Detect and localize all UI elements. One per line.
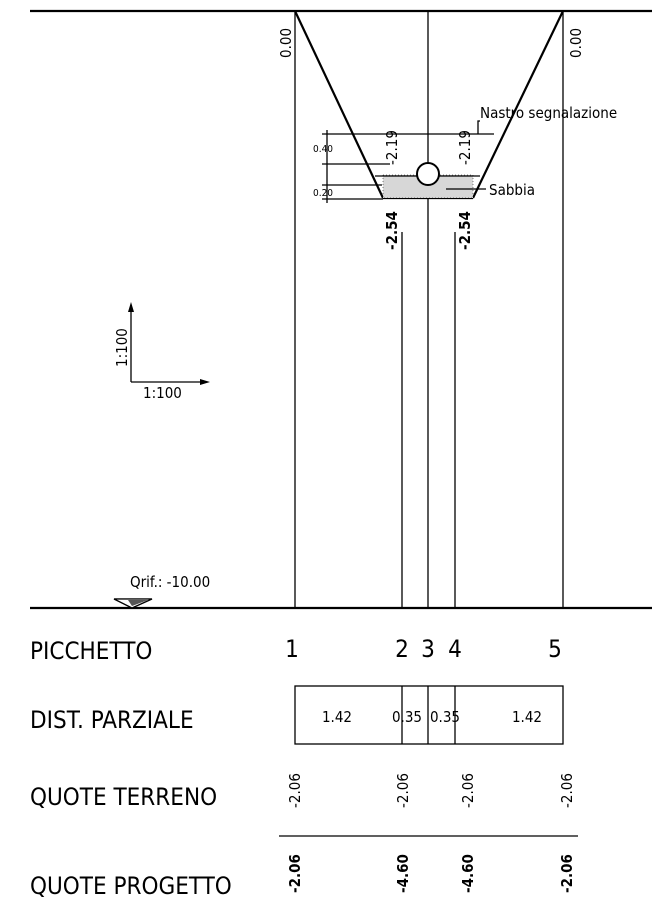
- picchetto-2: 2: [395, 635, 409, 663]
- dim-lower-text: 0.20: [313, 188, 333, 199]
- quota-progetto-1: -2.06: [286, 854, 304, 893]
- scale-vertical-label: 1:100: [113, 328, 131, 367]
- quota-terreno-2: -2.06: [394, 773, 412, 808]
- scale-horizontal-label: 1:100: [143, 384, 182, 402]
- picchetto-1: 1: [285, 635, 299, 663]
- trench-bottom-level-left: -2.54: [383, 211, 401, 250]
- scale-vertical-arrow: [128, 302, 134, 312]
- dist-3: 0.35: [430, 708, 460, 726]
- dist-box: [294, 685, 564, 745]
- dim-upper-text: 0.40: [313, 144, 333, 155]
- ground-level-left: 0.00: [277, 28, 295, 58]
- ground-level-right: 0.00: [567, 28, 585, 58]
- reference-level-hatch: [128, 600, 148, 606]
- picchetto-5: 5: [548, 635, 562, 663]
- quota-terreno-5: -2.06: [558, 773, 576, 808]
- row-label-picchetto: PICCHETTO: [30, 637, 152, 665]
- dist-1: 1.42: [322, 708, 352, 726]
- trench-bottom-level-right: -2.54: [456, 211, 474, 250]
- trench-wall-left: [294, 10, 384, 199]
- scale-horizontal-arrow: [200, 379, 210, 385]
- trench-top-level-right: -2.19: [456, 130, 474, 165]
- quota-progetto-5: -2.06: [558, 854, 576, 893]
- dist-2: 0.35: [392, 708, 422, 726]
- reference-level-label: Qrif.: -10.00: [130, 573, 210, 591]
- tape-label: Nastro segnalazione: [480, 104, 617, 122]
- quota-progetto-4: -4.60: [459, 854, 477, 893]
- trench-top-level-left: -2.19: [383, 130, 401, 165]
- tape-leader: [477, 120, 480, 134]
- quota-terreno-1: -2.06: [286, 773, 304, 808]
- picchetto-4: 4: [448, 635, 462, 663]
- sand-label: Sabbia: [489, 181, 535, 199]
- row-label-terreno: QUOTE TERRENO: [30, 783, 217, 811]
- quota-progetto-2: -4.60: [394, 854, 412, 893]
- dist-4: 1.42: [512, 708, 542, 726]
- row-label-dist: DIST. PARZIALE: [30, 706, 194, 734]
- row-label-progetto: QUOTE PROGETTO: [30, 872, 232, 900]
- picchetto-3: 3: [421, 635, 435, 663]
- quota-terreno-4: -2.06: [459, 773, 477, 808]
- sand-bed: [383, 175, 473, 198]
- pipe-circle: [416, 162, 440, 186]
- trench-wall-right: [472, 10, 564, 199]
